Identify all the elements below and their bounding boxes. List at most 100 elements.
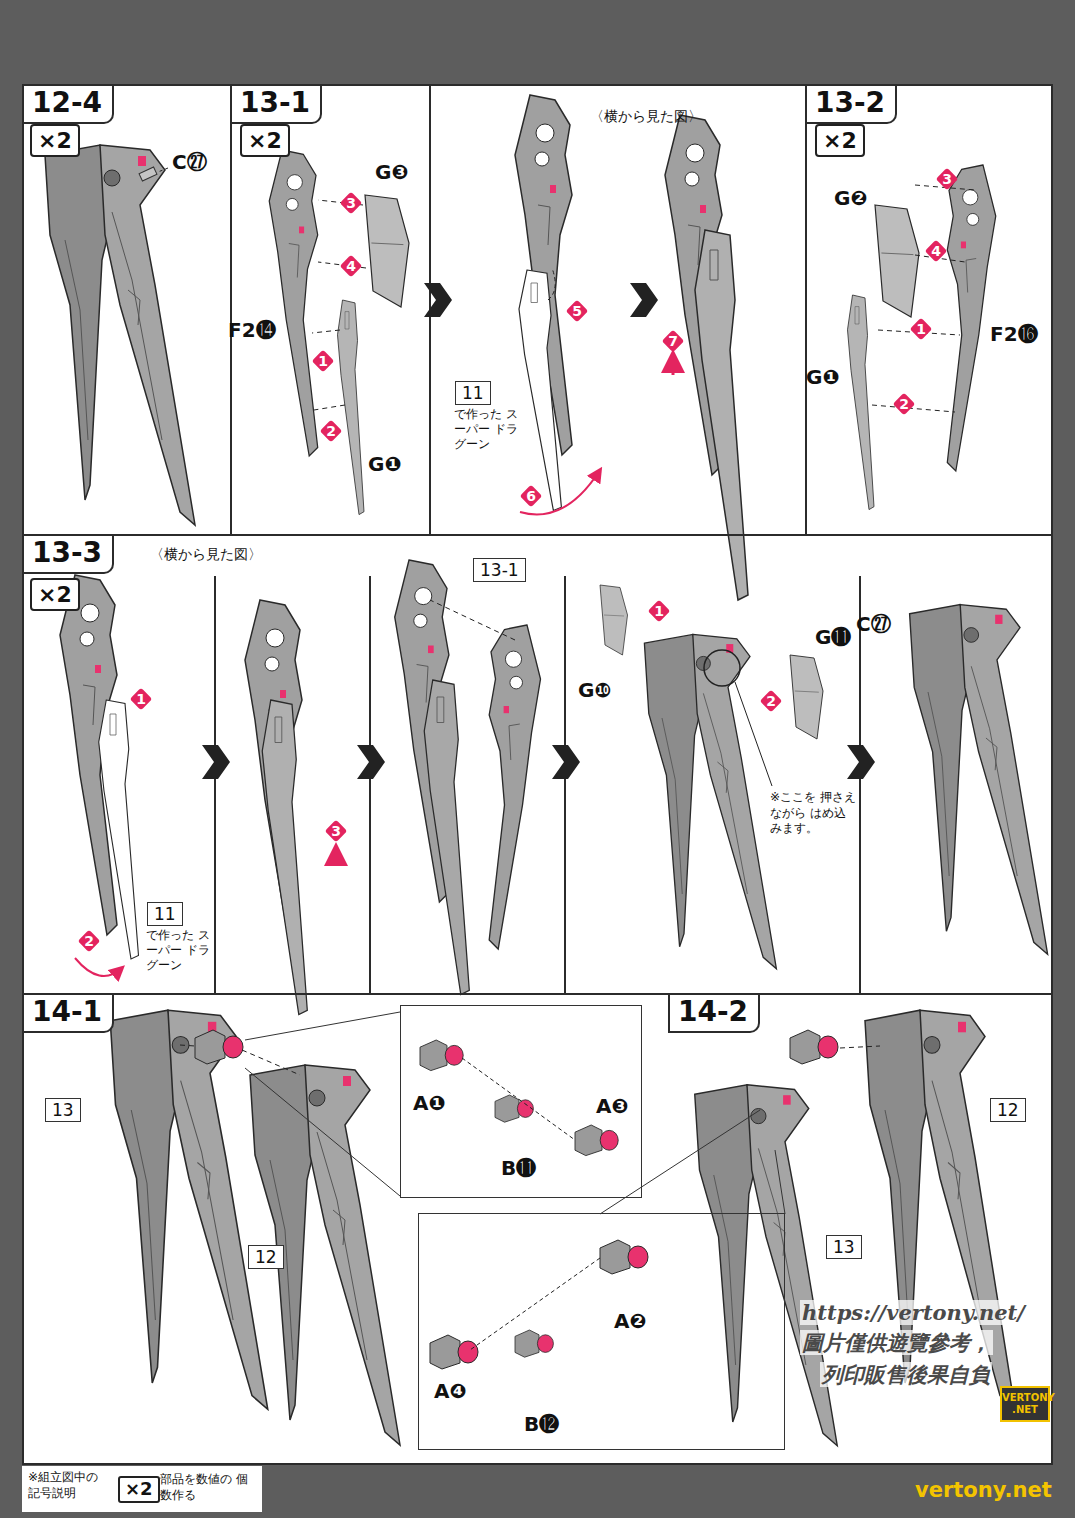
rotate-arrow (520, 470, 600, 514)
callout-number: 2 (78, 930, 100, 952)
binder-part (250, 1065, 400, 1445)
callout-number: 3 (936, 168, 958, 190)
watermark: vertony.net (915, 1478, 1052, 1503)
view-note: 〈横から見た図〉 (150, 546, 262, 563)
callout-number: 7 (662, 330, 684, 352)
leader-line (245, 1012, 400, 1196)
rotate-arrow (75, 958, 122, 976)
reference-caption: で作った スーパー ドラグーン (146, 928, 214, 973)
dragoon-part (519, 270, 561, 511)
part-number: G❶ (806, 365, 839, 389)
dashed-guide (430, 600, 515, 640)
step-arrow (552, 745, 580, 779)
detail-circle (704, 650, 740, 686)
part-number: F2⓮ (228, 318, 276, 342)
legend-symbol-box: ×2 (118, 1476, 160, 1503)
strip-part (848, 295, 875, 510)
part-number: A❶ (413, 1091, 445, 1115)
binder-part (910, 605, 1048, 955)
reference-number: 11 (462, 383, 484, 403)
step-arrow (424, 283, 452, 317)
callout-number: 2 (320, 420, 342, 442)
binder-part (110, 1010, 268, 1409)
part-number: B⓬ (524, 1412, 559, 1436)
step-reference-box: 11で作った スーパー ドラグーン (147, 902, 183, 926)
callout-number: 5 (566, 300, 588, 322)
reference-number: 11 (154, 904, 176, 924)
callout-number: 4 (340, 255, 362, 277)
joint-part (195, 1030, 243, 1064)
dragoon-part (262, 700, 307, 1015)
watermark: 列印販售後果自負 (820, 1362, 992, 1387)
callout-number: 2 (760, 690, 782, 712)
part-number: F2⓰ (990, 322, 1038, 346)
reference-number: 13 (833, 1237, 855, 1257)
slide-arrow (672, 355, 675, 375)
step-number: 13-2 (807, 86, 897, 124)
panel-dividers (215, 84, 860, 994)
dashed-guides (872, 185, 975, 412)
binder-part (45, 145, 195, 525)
quantity-mark: ×2 (38, 128, 72, 153)
dragoon-part (424, 680, 469, 995)
step-reference-box: 11で作った スーパー ドラグーン (455, 381, 491, 405)
step-panel: 13-2×2 (805, 84, 1053, 536)
step-number: 13-1 (232, 86, 322, 124)
step-reference-box: 12 (990, 1098, 1026, 1122)
step-arrow (202, 745, 230, 779)
leader-line (600, 1110, 785, 1214)
strip-part (338, 300, 365, 515)
small-part (139, 167, 157, 181)
part-number: A❹ (434, 1379, 466, 1403)
joint-detail (575, 1125, 618, 1156)
part-number: G⓫ (815, 625, 851, 649)
quantity-badge: ×2 (815, 124, 865, 157)
cover-part (600, 585, 628, 655)
step-reference-box: 13 (45, 1098, 81, 1122)
watermark-logo: VERTONY .NET (1000, 1386, 1050, 1422)
callout-number: 6 (520, 485, 542, 507)
dragoon-part (99, 700, 139, 959)
reference-number: 13 (52, 1100, 74, 1120)
step-panel: 14-11312A❶B⓫A❸ (22, 993, 668, 1465)
part-number: C㉗ (172, 150, 207, 174)
cover-part (790, 655, 823, 739)
slide-arrow (335, 848, 338, 865)
dashed-guide (840, 1046, 880, 1048)
legend-note: ※組立図中の 記号説明 (28, 1470, 112, 1501)
divider-line (859, 576, 861, 994)
reference-number: 12 (255, 1247, 277, 1267)
callout-number: 4 (925, 240, 947, 262)
quantity-mark: ×2 (125, 1479, 153, 1500)
step-reference-box: 13-1 (473, 558, 526, 582)
step-number: 13-3 (24, 536, 114, 574)
frame-part (269, 150, 317, 456)
callout-number: 1 (312, 350, 334, 372)
watermark: 圖片僅供遊覽參考， (800, 1330, 993, 1355)
quantity-badge: ×2 (240, 124, 290, 157)
frame-part (947, 165, 995, 471)
step-number: 12-4 (24, 86, 114, 124)
quantity-badge: ×2 (30, 578, 80, 611)
step-reference-box: 13 (826, 1235, 862, 1259)
part-number: G❷ (834, 186, 867, 210)
joint-detail (495, 1095, 533, 1122)
divider-line (369, 576, 371, 994)
cover-part (365, 195, 409, 307)
detail-inset: A❶B⓫A❸ (400, 1005, 642, 1198)
part-number: B⓫ (501, 1156, 536, 1180)
callout-number: 1 (130, 688, 152, 710)
divider-line (214, 576, 216, 994)
step-arrow (630, 283, 658, 317)
dashed-guide (314, 405, 345, 410)
step-arrow (847, 745, 875, 779)
binder-part (644, 634, 776, 968)
dashed-guide (470, 1258, 600, 1350)
callout-number: 1 (648, 600, 670, 622)
view-note: 〈横から見た図〉 (590, 108, 702, 125)
dashed-guides (312, 200, 366, 410)
page-ground (22, 84, 1053, 1465)
part-number: G❶ (368, 452, 401, 476)
